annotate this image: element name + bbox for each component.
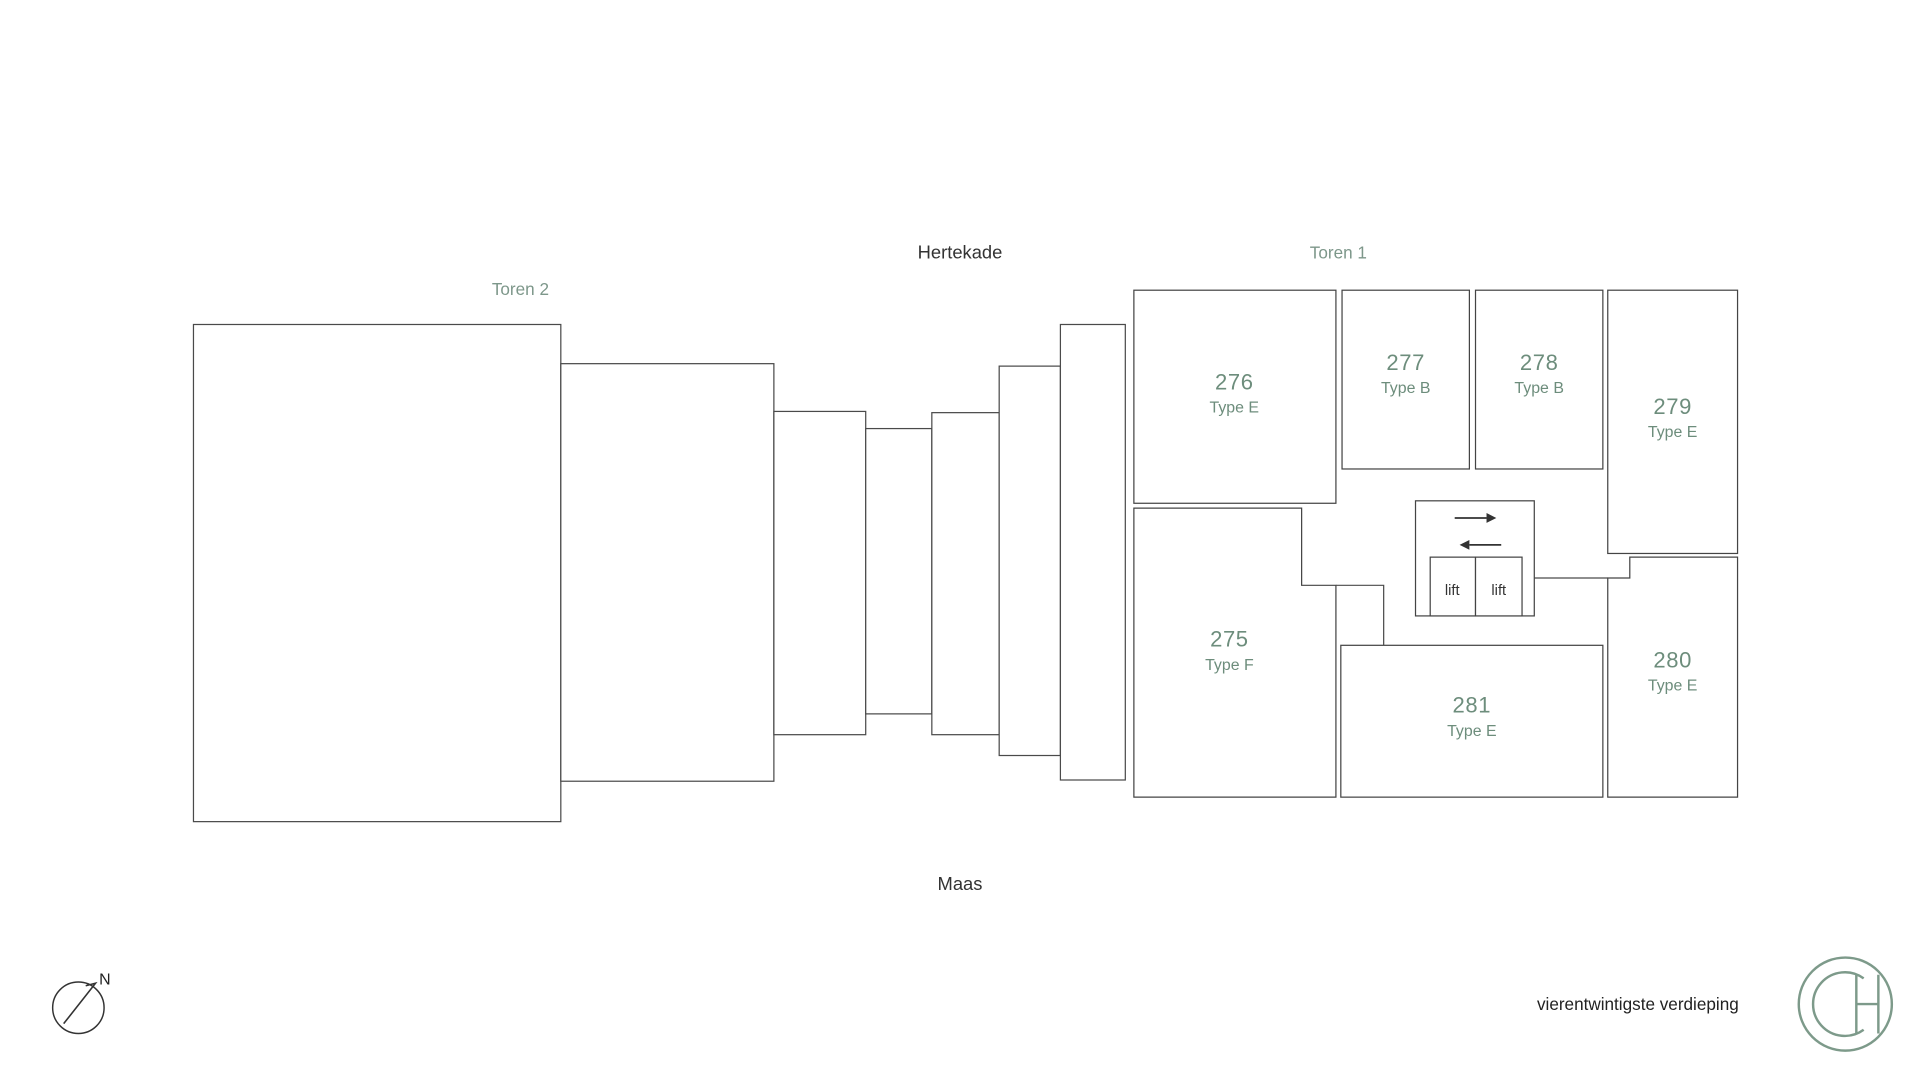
toren-1-block-2 [998,365,1062,757]
apartment-278-number: 278 [1520,350,1559,375]
toren-1-block-3 [1059,323,1126,781]
apartment-278-outline [1474,289,1604,470]
apartment-279-type: Type E [1648,424,1698,441]
toren-1-west-outline [931,323,1126,781]
apartment-281-outline [1340,644,1604,798]
apartment-279[interactable]: 279 Type E [1607,289,1739,555]
apartment-280-number: 280 [1653,647,1692,672]
toren-2-block-1 [192,323,562,823]
stair-arrow-left-head [1459,540,1470,550]
apartment-280-outline [1607,556,1739,798]
tower-label-toren-1: Toren 1 [1310,242,1367,262]
apartment-276-number: 276 [1215,369,1254,394]
toren-2-block-2 [560,363,775,782]
toren-2-outline [192,323,867,823]
street-label-hertekade: Hertekade [918,241,1003,262]
apartment-278-type: Type B [1514,380,1564,397]
bridge-outline [865,427,933,715]
toren-2-block-3 [773,410,867,736]
apartment-277-outline [1341,289,1470,470]
apartment-278[interactable]: 278 Type B [1474,289,1604,470]
toren-1-block-1 [931,412,1000,736]
logo-letter-h [1855,974,1880,1034]
apartment-277[interactable]: 277 Type B [1341,289,1470,470]
stair-arrow-right-head [1486,513,1497,523]
apartment-277-number: 277 [1386,350,1425,375]
apartment-280[interactable]: 280 Type E [1607,556,1739,798]
apartment-276-outline [1133,289,1337,504]
floor-label: vierentwintigste verdieping [1537,994,1739,1014]
lift-right-outline [1474,556,1523,617]
apartment-279-outline [1607,289,1739,555]
logo-circle [1797,956,1894,1052]
compass-circle-icon [51,981,105,1035]
compass: N [51,971,111,1035]
apartment-279-number: 279 [1653,394,1692,419]
lift-left-label: lift [1445,583,1460,599]
logo-letter-c [1811,971,1865,1038]
lift-right-label: lift [1491,583,1506,599]
apartment-276[interactable]: 276 Type E [1133,289,1337,504]
tower-label-toren-2: Toren 2 [492,279,549,299]
lift-left-outline [1429,556,1477,617]
apartment-275[interactable]: 275 Type F [1133,507,1337,798]
apartment-281-number: 281 [1453,693,1492,718]
apartment-275-number: 275 [1210,627,1249,652]
stair-arrow-right-icon [1454,513,1497,523]
ch-logo-icon [1797,956,1894,1052]
apartment-277-type: Type B [1381,380,1431,397]
stair-arrow-left-icon [1459,540,1502,550]
corridor-wall-left [1335,584,1385,646]
street-label-maas: Maas [938,873,983,894]
stair-lift-core: lift lift [1414,500,1535,617]
compass-north-label: N [99,971,111,988]
apartment-276-type: Type E [1210,400,1260,417]
apartment-280-type: Type E [1648,678,1698,695]
apartment-275-type: Type F [1205,657,1254,674]
apartment-281[interactable]: 281 Type E [1340,644,1604,798]
north-arrow-icon [63,981,98,1025]
apartment-275-outline [1133,507,1337,798]
apartment-281-type: Type E [1447,723,1497,740]
